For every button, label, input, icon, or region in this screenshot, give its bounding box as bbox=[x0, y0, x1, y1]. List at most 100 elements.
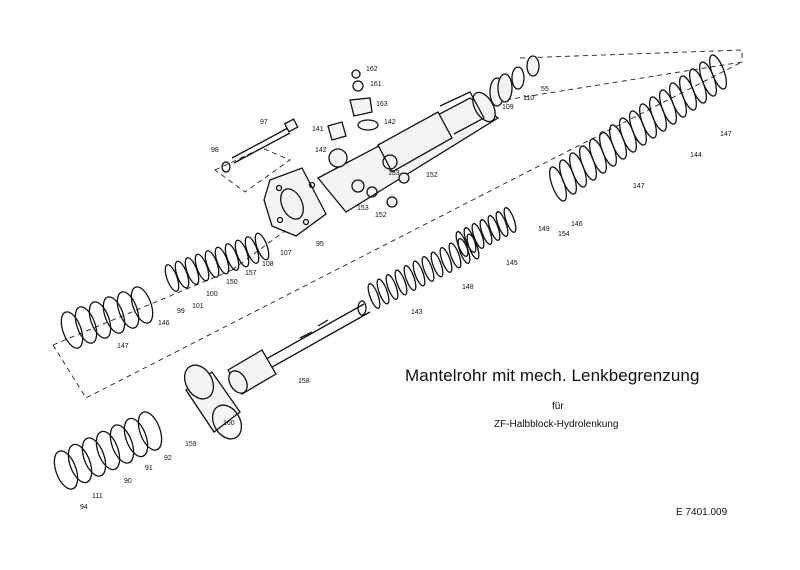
steering-shaft bbox=[227, 300, 371, 395]
part-label: 144 bbox=[690, 152, 702, 159]
bolt-bracket bbox=[214, 147, 291, 193]
ring bbox=[109, 424, 135, 464]
part-label: 90 bbox=[124, 478, 132, 485]
ring bbox=[629, 110, 647, 146]
ring bbox=[254, 232, 270, 261]
ring bbox=[403, 265, 417, 291]
part-label: 111 bbox=[92, 493, 103, 500]
part-label: 152 bbox=[375, 212, 387, 219]
mounting-flange bbox=[263, 167, 327, 237]
ring-stack-bottom bbox=[53, 411, 163, 490]
ring bbox=[53, 450, 79, 490]
ring-stack-right bbox=[549, 54, 727, 202]
ring bbox=[123, 417, 149, 458]
part-label: 142 bbox=[315, 147, 327, 154]
part-label: 153 bbox=[357, 205, 369, 212]
part-label: 163 bbox=[376, 101, 388, 108]
ring bbox=[448, 242, 462, 269]
ring bbox=[439, 247, 453, 273]
ring bbox=[60, 311, 84, 349]
part-label: 149 bbox=[538, 226, 550, 233]
sleeve bbox=[183, 364, 243, 440]
part-label: 107 bbox=[280, 250, 292, 257]
ring bbox=[430, 251, 444, 278]
part-label: 94 bbox=[80, 504, 88, 511]
part-label: 100 bbox=[206, 291, 218, 298]
ring bbox=[74, 306, 98, 344]
document-number: E 7401.009 bbox=[676, 507, 728, 518]
part-label: 108 bbox=[262, 261, 274, 268]
ring bbox=[457, 238, 471, 264]
part-label: 152 bbox=[426, 172, 438, 179]
part-label: 159 bbox=[185, 441, 197, 448]
part-label: 147 bbox=[633, 183, 645, 190]
part-label: 101 bbox=[192, 303, 204, 310]
part-label: 148 bbox=[462, 284, 474, 291]
ring bbox=[376, 278, 390, 305]
ring bbox=[569, 152, 587, 188]
part-label: 161 bbox=[370, 81, 382, 88]
ring-stack-left bbox=[60, 286, 154, 349]
ring bbox=[455, 231, 469, 257]
ring bbox=[579, 145, 597, 181]
assembly-guide-upper bbox=[52, 49, 743, 346]
ring bbox=[659, 89, 677, 125]
part-label: 147 bbox=[720, 131, 732, 138]
ring bbox=[503, 207, 517, 233]
ring bbox=[412, 260, 426, 287]
ring bbox=[421, 256, 435, 282]
ring bbox=[102, 296, 126, 334]
steering-column-tube bbox=[316, 91, 500, 213]
ring bbox=[487, 215, 501, 241]
ring bbox=[559, 159, 577, 195]
ring bbox=[367, 283, 381, 309]
part-label: 146 bbox=[158, 320, 170, 327]
upper-bearing-group bbox=[489, 55, 540, 107]
part-label: 110 bbox=[523, 95, 534, 102]
part-label: 146 bbox=[571, 221, 583, 228]
part-label: 109 bbox=[502, 104, 514, 111]
fittings bbox=[327, 69, 410, 208]
part-label: 142 bbox=[384, 119, 396, 126]
part-label: 97 bbox=[260, 119, 268, 126]
ring bbox=[394, 269, 408, 296]
ring bbox=[599, 131, 617, 167]
part-label: 92 bbox=[164, 455, 172, 462]
ring bbox=[589, 138, 607, 174]
part-label: 91 bbox=[145, 465, 153, 472]
ring bbox=[95, 430, 121, 471]
part-label: 158 bbox=[298, 378, 310, 385]
ring bbox=[669, 82, 687, 118]
for-label: für bbox=[552, 401, 564, 412]
ring bbox=[609, 124, 627, 160]
ring bbox=[679, 75, 697, 111]
part-label: 99 bbox=[177, 308, 185, 315]
part-label: 150 bbox=[226, 279, 238, 286]
long-bolt bbox=[221, 118, 299, 173]
part-label: 154 bbox=[558, 231, 570, 238]
ring bbox=[549, 166, 567, 202]
ring bbox=[116, 291, 140, 329]
ring bbox=[619, 117, 637, 153]
part-label: 143 bbox=[411, 309, 423, 316]
ring-stack-middle bbox=[367, 207, 517, 309]
ring bbox=[67, 443, 93, 484]
ring bbox=[137, 411, 163, 451]
ring bbox=[495, 211, 509, 237]
ring bbox=[81, 437, 107, 477]
drawing-subtitle: ZF-Halbblock-Hydrolenkung bbox=[494, 419, 619, 430]
ring bbox=[463, 227, 477, 253]
ring bbox=[88, 301, 112, 339]
part-label: 160 bbox=[223, 420, 235, 427]
ring bbox=[385, 274, 399, 300]
part-label: 98 bbox=[211, 147, 219, 154]
ring bbox=[130, 286, 154, 324]
ring-stack-column bbox=[164, 232, 270, 292]
part-label: 153 bbox=[388, 170, 400, 177]
part-label: 147 bbox=[117, 343, 129, 350]
part-label: 95 bbox=[316, 241, 324, 248]
part-label: 145 bbox=[506, 260, 518, 267]
ring bbox=[709, 54, 727, 90]
assembly-guide-lower bbox=[52, 61, 743, 399]
